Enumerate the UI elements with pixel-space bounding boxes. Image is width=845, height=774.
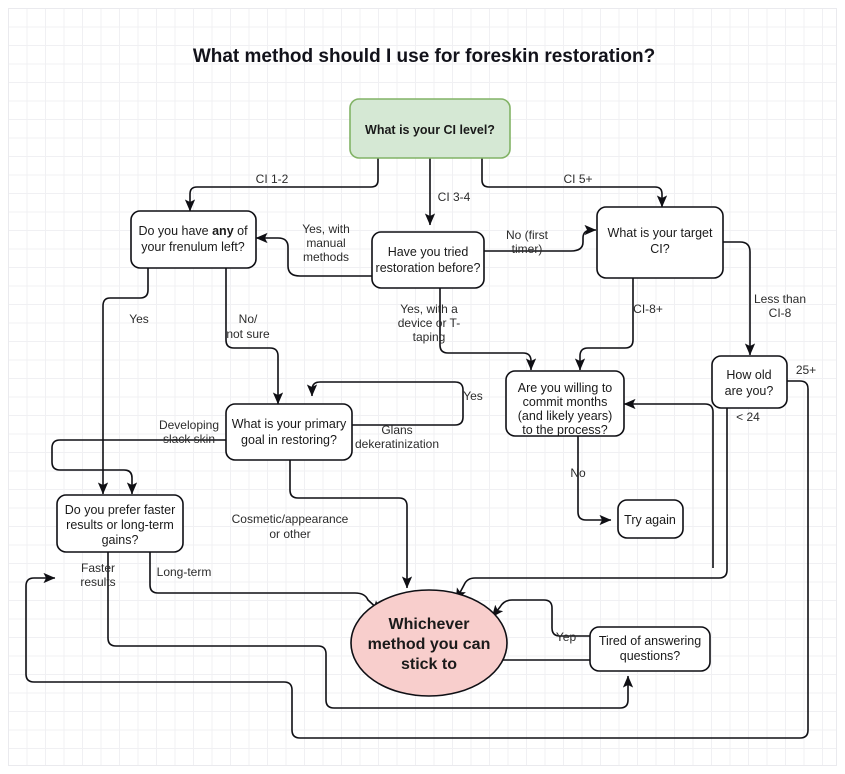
node-tired-questions[interactable]: Tired of answering questions?	[589, 626, 711, 672]
edge-label-yes-device-2: device or T-	[398, 316, 460, 330]
edge-label-no-first-1: No (first	[506, 228, 549, 242]
node-frenulum-line1: Do you have any of	[138, 224, 248, 238]
node-result-line3: stick to	[401, 656, 457, 673]
edge-label-glans-2: dekeratinization	[355, 437, 439, 451]
edge-label-nonotsure-1: No/	[239, 312, 258, 326]
node-tryagain-label: Try again	[624, 513, 676, 527]
edge-label-ci34: CI 3-4	[438, 190, 471, 204]
edge-goal-to-commit	[306, 381, 464, 426]
node-start-ci-level[interactable]: What is your CI level?	[349, 98, 511, 159]
node-frenulum-line2: your frenulum left?	[141, 240, 245, 254]
edge-target-to-age	[723, 241, 756, 356]
node-age[interactable]: How old are you?	[711, 355, 788, 409]
page-title: What method should I use for foreskin re…	[193, 46, 655, 67]
edge-label-lessthan-2: CI-8	[769, 306, 792, 320]
edge-label-ci5: CI 5+	[563, 172, 592, 186]
node-try-again[interactable]: Try again	[617, 499, 684, 539]
node-result-line1: Whichever	[389, 616, 470, 633]
edge-label-cosmetic-1: Cosmetic/appearance	[232, 512, 349, 526]
node-tried-restoration[interactable]: Have you tried restoration before?	[371, 231, 485, 289]
node-age-line1: How old	[726, 368, 771, 382]
edge-prefer-to-result-longterm	[149, 552, 382, 613]
edge-tried-to-frenulum	[255, 232, 378, 277]
edge-layer	[25, 158, 809, 739]
node-commit-line2: commit months	[523, 395, 608, 409]
edge-loop-to-commit-right	[623, 398, 714, 568]
edge-tried-to-commit	[439, 288, 537, 371]
edge-label-yes-device-3: taping	[413, 330, 446, 344]
node-commit-time[interactable]: Are you willing to commit months (and li…	[505, 370, 625, 437]
node-target-line2: CI?	[650, 242, 670, 256]
edge-label-no-first-2: timer)	[512, 242, 543, 256]
node-goal-line1: What is your primary	[232, 417, 347, 431]
edge-label-developing-1: Developing	[159, 418, 219, 432]
edge-label-yes-device-1: Yes, with a	[400, 302, 458, 316]
node-result-line2: method you can	[368, 636, 491, 653]
node-target-line1: What is your target	[608, 226, 713, 240]
edge-label-layer: CI 1-2 CI 3-4 CI 5+ Yes, with manual met…	[80, 172, 816, 644]
edge-label-yes-manual-2: manual	[306, 236, 345, 250]
edge-label-ci8plus: CI-8+	[633, 302, 663, 316]
node-frenulum[interactable]: Do you have any of your frenulum left?	[130, 210, 257, 269]
node-layer: What is your CI level? Do you have any o…	[56, 98, 788, 697]
edge-frenulum-to-prefer	[97, 268, 149, 495]
edge-label-longterm: Long-term	[157, 565, 212, 579]
node-primary-goal[interactable]: What is your primary goal in restoring?	[225, 403, 353, 461]
node-result-whichever-method[interactable]: Whichever method you can stick to	[350, 589, 508, 697]
edge-start-to-frenulum	[184, 158, 379, 212]
node-prefer-results[interactable]: Do you prefer faster results or long-ter…	[56, 494, 184, 553]
edge-label-yes-manual-3: methods	[303, 250, 349, 264]
node-tired-line1: Tired of answering	[599, 634, 701, 648]
edge-label-cosmetic-2: or other	[269, 527, 310, 541]
node-commit-line1: Are you willing to	[518, 381, 613, 395]
edge-age-to-result-24	[455, 408, 728, 601]
edge-label-lessthan-1: Less than	[754, 292, 806, 306]
edge-commit-to-tryagain	[577, 436, 612, 526]
edge-label-age25: 25+	[796, 363, 816, 377]
edge-goal-to-result	[289, 460, 413, 589]
edge-label-age24: < 24	[736, 410, 760, 424]
edge-tired-to-result	[491, 599, 590, 637]
node-tried-line1: Have you tried	[388, 245, 469, 259]
node-commit-line3: (and likely years)	[518, 409, 612, 423]
edge-label-faster-2: results	[80, 575, 115, 589]
edge-label-yes: Yes	[129, 312, 149, 326]
node-goal-line2: goal in restoring?	[241, 433, 337, 447]
edge-frenulum-to-goal	[225, 268, 284, 405]
node-start-label: What is your CI level?	[365, 123, 495, 137]
node-tired-line2: questions?	[620, 649, 681, 663]
edge-label-yes-manual-1: Yes, with	[302, 222, 350, 236]
edge-target-to-commit	[574, 278, 634, 371]
node-prefer-line3: gains?	[102, 533, 139, 547]
edge-prefer-to-result-faster	[107, 552, 634, 709]
edge-label-faster-1: Faster	[81, 561, 115, 575]
node-commit-line4: to the process?	[522, 423, 608, 437]
edge-label-no: No	[570, 466, 586, 480]
edge-label-yep: Yep	[556, 630, 577, 644]
edge-goal-to-prefer	[51, 439, 226, 495]
edge-label-ci12: CI 1-2	[256, 172, 289, 186]
edge-tried-to-target	[484, 224, 597, 252]
node-tried-line2: restoration before?	[376, 261, 481, 275]
edge-label-developing-2: slack skin	[163, 432, 215, 446]
edge-label-yes2: Yes	[463, 389, 483, 403]
edge-label-glans-1: Glans	[381, 423, 412, 437]
edge-label-nonotsure-2: not sure	[226, 327, 270, 341]
node-prefer-line2: results or long-term	[66, 518, 174, 532]
edge-age-to-result-25	[25, 380, 809, 739]
node-age-line2: are you?	[725, 384, 774, 398]
node-prefer-line1: Do you prefer faster	[65, 503, 175, 517]
node-target-ci[interactable]: What is your target CI?	[596, 206, 724, 279]
edge-start-to-target	[481, 158, 668, 208]
